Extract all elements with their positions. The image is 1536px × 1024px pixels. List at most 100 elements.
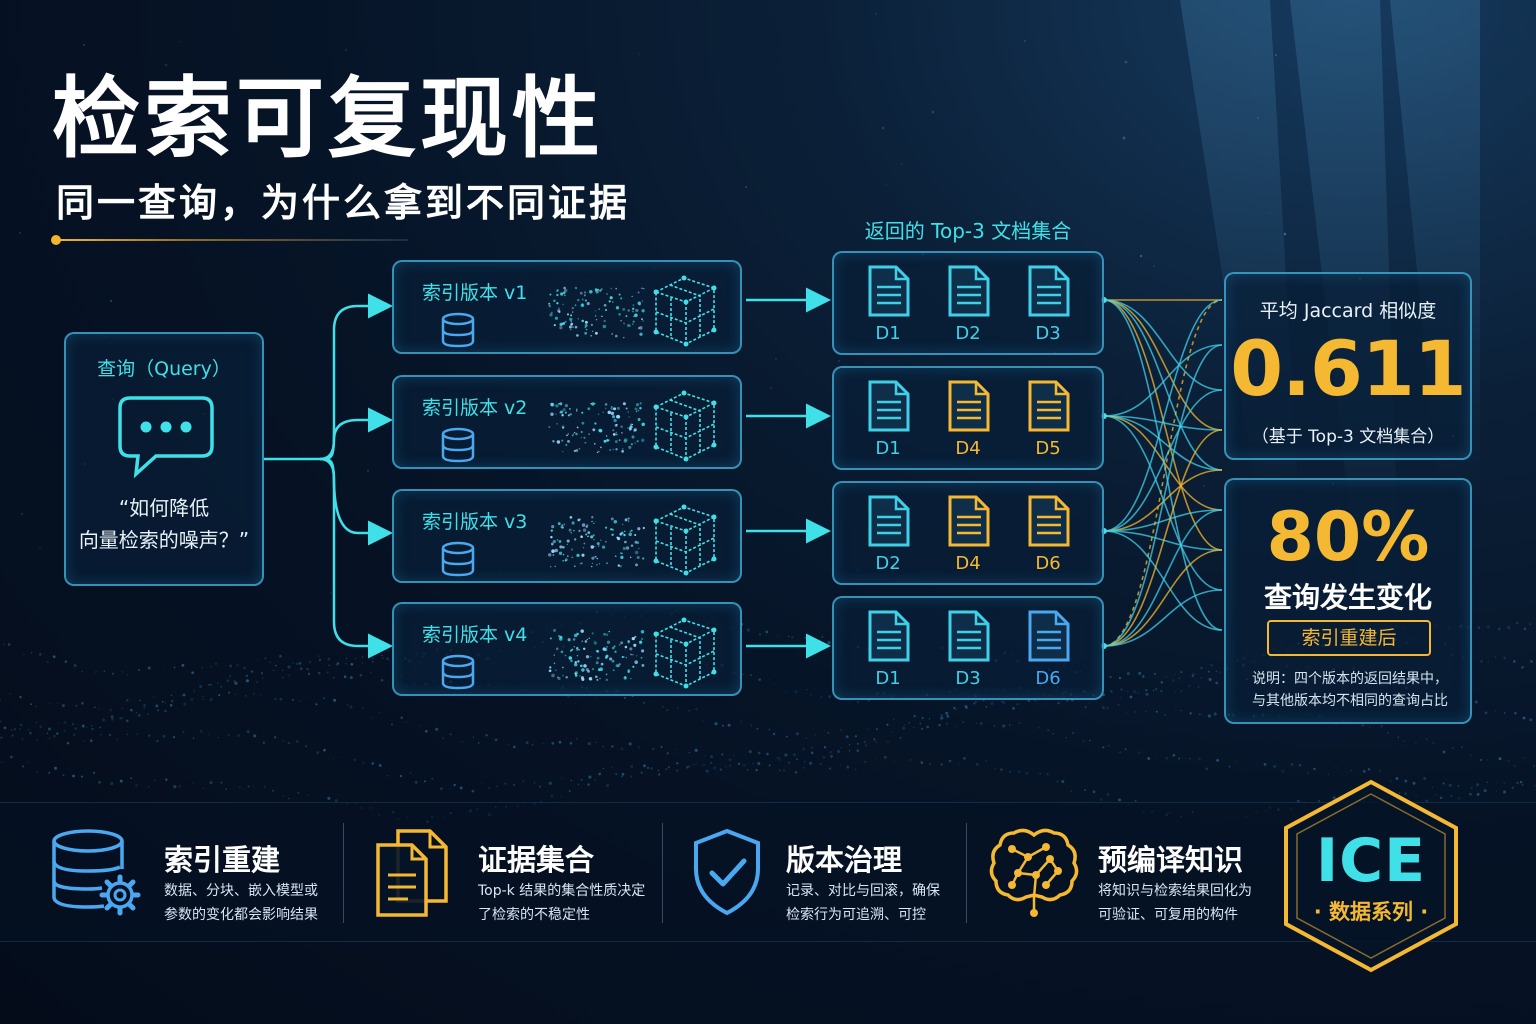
feature-title: 版本治理	[786, 843, 903, 877]
query-connector-v2	[319, 407, 393, 461]
vector-cloud-icon	[548, 275, 717, 347]
docset-to-stats-links	[1101, 297, 1223, 649]
document-item: D1	[858, 265, 918, 344]
document-item: D1	[858, 380, 918, 459]
feature-title: 索引重建	[164, 843, 281, 877]
query-connector-v1	[319, 293, 393, 461]
query-text: “如何降低 向量检索的噪声？”	[78, 496, 250, 552]
document-icon	[948, 380, 990, 432]
query-connector-v4	[319, 457, 393, 659]
document-label: D1	[875, 668, 901, 689]
title-underline	[56, 239, 408, 241]
database-gear-icon	[50, 825, 146, 925]
version-label: 索引版本 v3	[422, 511, 528, 533]
logo-subtitle: · 数据系列 ·	[1313, 900, 1429, 924]
database-icon	[440, 541, 476, 581]
vector-cloud-icon	[548, 617, 717, 689]
feature-version-governance: 版本治理 记录、对比与回滚，确保 检索行为可追溯、可控	[690, 803, 966, 943]
document-item: D4	[938, 495, 998, 574]
page-title: 检索可复现性	[52, 67, 605, 170]
change-value: 80%	[1266, 498, 1430, 577]
document-item: D2	[858, 495, 918, 574]
change-label: 查询发生变化	[1263, 581, 1432, 614]
document-icon	[1028, 495, 1070, 547]
vector-cloud-icon	[547, 504, 717, 576]
feature-description: 记录、对比与回滚，确保 检索行为可追溯、可控	[786, 883, 940, 923]
document-icon	[948, 265, 990, 317]
feature-index-rebuild: 索引重建 数据、分块、嵌入模型或 参数的变化都会影响结果	[50, 803, 340, 943]
document-label: D5	[1035, 438, 1061, 459]
feature-description: 数据、分块、嵌入模型或 参数的变化都会影响结果	[164, 883, 318, 923]
document-label: D3	[955, 668, 981, 689]
hexagon-badge-icon	[1284, 779, 1458, 973]
document-icon	[1028, 380, 1070, 432]
document-icon	[868, 495, 910, 547]
document-icon	[948, 610, 990, 662]
docset-row-3: D2 D4 D6	[832, 481, 1104, 585]
change-description: 说明：四个版本的返回结果中， 与其他版本均不相同的查询占比	[1252, 671, 1448, 709]
feature-precompiled-knowledge: 预编译知识 将知识与检索结果回化为 可验证、可复用的构件	[988, 803, 1268, 943]
document-item: D6	[1018, 495, 1078, 574]
feature-divider	[343, 823, 344, 923]
document-item: D4	[938, 380, 998, 459]
document-icon	[948, 495, 990, 547]
change-badge: 索引重建后	[1267, 620, 1431, 656]
document-icon	[1028, 610, 1070, 662]
document-icon	[868, 610, 910, 662]
title-underline-dot	[51, 235, 61, 245]
document-item: D5	[1018, 380, 1078, 459]
jaccard-title: 平均 Jaccard 相似度	[1259, 300, 1437, 322]
feature-divider	[966, 823, 967, 923]
feature-bar: 索引重建 数据、分块、嵌入模型或 参数的变化都会影响结果 证据集合 Top-k …	[0, 802, 1536, 942]
document-item: D3	[938, 610, 998, 689]
document-item: D2	[938, 265, 998, 344]
document-item: D3	[1018, 265, 1078, 344]
jaccard-stat-card: 平均 Jaccard 相似度 0.611 （基于 Top-3 文档集合）	[1224, 272, 1472, 460]
jaccard-note: （基于 Top-3 文档集合）	[1251, 427, 1445, 447]
chat-bubble-icon	[116, 394, 216, 484]
docset-row-1: D1 D2 D3	[832, 251, 1104, 355]
ice-logo: ICE · 数据系列 ·	[1280, 778, 1462, 974]
document-label: D2	[875, 553, 901, 574]
brain-network-icon	[988, 825, 1080, 925]
feature-description: 将知识与检索结果回化为 可验证、可复用的构件	[1098, 883, 1252, 923]
database-icon	[440, 427, 476, 467]
document-icon	[868, 265, 910, 317]
query-label: 查询（Query）	[97, 358, 231, 380]
feature-title: 预编译知识	[1098, 843, 1244, 877]
query-connector-v3	[319, 457, 393, 546]
document-label: D4	[955, 553, 981, 574]
database-icon	[440, 654, 476, 694]
change-stat-card: 80% 查询发生变化 索引重建后 说明：四个版本的返回结果中， 与其他版本均不相…	[1224, 478, 1472, 724]
feature-divider	[662, 823, 663, 923]
query-box: 查询（Query） “如何降低 向量检索的噪声？”	[64, 332, 264, 586]
document-label: D6	[1035, 553, 1061, 574]
document-item: D1	[858, 610, 918, 689]
feature-description: Top-k 结果的集合性质决定 了检索的不稳定性	[478, 883, 646, 923]
logo-text: ICE	[1315, 826, 1427, 896]
document-icon	[1028, 265, 1070, 317]
document-label: D2	[955, 323, 981, 344]
feature-evidence-set: 证据集合 Top-k 结果的集合性质决定 了检索的不稳定性	[372, 803, 662, 943]
document-label: D1	[875, 323, 901, 344]
document-item: D6	[1018, 610, 1078, 689]
docset-row-4: D1 D3 D6	[832, 596, 1104, 700]
document-label: D6	[1035, 668, 1061, 689]
document-label: D3	[1035, 323, 1061, 344]
vector-cloud-icon	[548, 390, 717, 462]
feature-title: 证据集合	[478, 843, 595, 877]
index-version-v3: 索引版本 v3	[392, 489, 742, 583]
version-label: 索引版本 v2	[422, 397, 528, 419]
document-label: D1	[875, 438, 901, 459]
docsets-title: 返回的 Top-3 文档集合	[864, 219, 1072, 243]
shield-check-icon	[690, 827, 764, 921]
documents-icon	[372, 827, 454, 923]
jaccard-value: 0.611	[1230, 324, 1466, 413]
index-version-v2: 索引版本 v2	[392, 375, 742, 469]
index-version-v1: 索引版本 v1	[392, 260, 742, 354]
document-label: D4	[955, 438, 981, 459]
page-subtitle: 同一查询，为什么拿到不同证据	[56, 181, 631, 225]
document-icon	[868, 380, 910, 432]
index-version-v4: 索引版本 v4	[392, 602, 742, 696]
version-label: 索引版本 v1	[422, 282, 528, 304]
